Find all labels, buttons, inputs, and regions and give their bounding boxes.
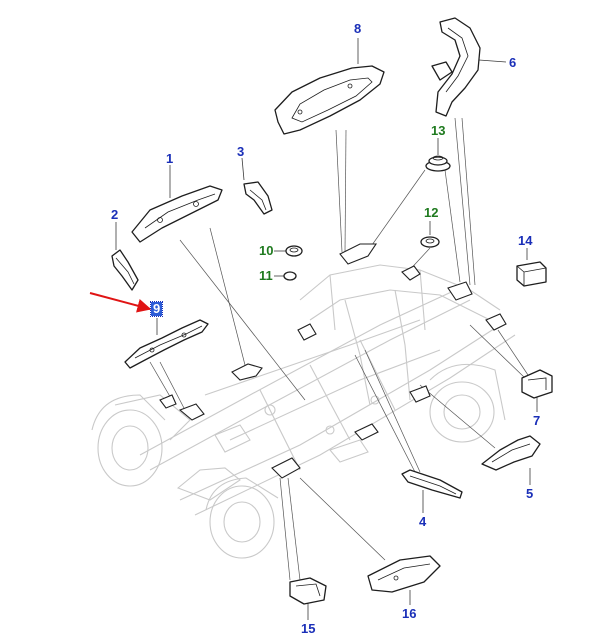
callout-3[interactable]: 3 — [237, 144, 245, 159]
part-16-underbody-panel[interactable] — [367, 555, 441, 593]
part-13-grommet[interactable] — [425, 155, 451, 172]
part-2-bracket[interactable] — [111, 249, 139, 291]
callout-8[interactable]: 8 — [354, 21, 362, 36]
callout-2[interactable]: 2 — [111, 207, 119, 222]
part-6-wheelarch-bracket[interactable] — [431, 17, 481, 117]
callout-11[interactable]: 11 — [259, 268, 273, 283]
callout-14[interactable]: 14 — [518, 233, 533, 248]
callout-15[interactable]: 15 — [301, 621, 316, 636]
selection-arrow — [89, 292, 152, 313]
part-11-plug[interactable] — [283, 271, 297, 281]
callout-10[interactable]: 10 — [259, 243, 274, 258]
callout-4[interactable]: 4 — [419, 514, 427, 529]
vehicle-underbody-outline — [91, 264, 516, 559]
callout-12[interactable]: 12 — [424, 205, 439, 220]
part-3-bracket[interactable] — [243, 181, 273, 215]
callout-9-selected[interactable]: 9 — [149, 301, 164, 317]
callout-5[interactable]: 5 — [526, 486, 534, 501]
part-5-bracket[interactable] — [481, 435, 541, 471]
part-14-block[interactable] — [516, 261, 547, 287]
part-10-plug[interactable] — [285, 245, 303, 257]
callout-1[interactable]: 1 — [166, 151, 174, 166]
callout-7[interactable]: 7 — [533, 413, 541, 428]
part-1-floor-bracket[interactable] — [131, 185, 223, 243]
part-8-ring-panel[interactable] — [274, 65, 385, 135]
callout-16[interactable]: 16 — [402, 606, 417, 621]
part-7-bracket[interactable] — [521, 369, 553, 399]
fitted-clips — [159, 243, 507, 479]
callout-6[interactable]: 6 — [509, 55, 517, 70]
part-9-floor-bracket[interactable] — [124, 319, 209, 369]
part-4-sill-strip[interactable] — [401, 469, 463, 499]
part-15-bracket[interactable] — [289, 577, 327, 605]
callout-13[interactable]: 13 — [431, 123, 446, 138]
part-12-grommet[interactable] — [420, 236, 440, 248]
